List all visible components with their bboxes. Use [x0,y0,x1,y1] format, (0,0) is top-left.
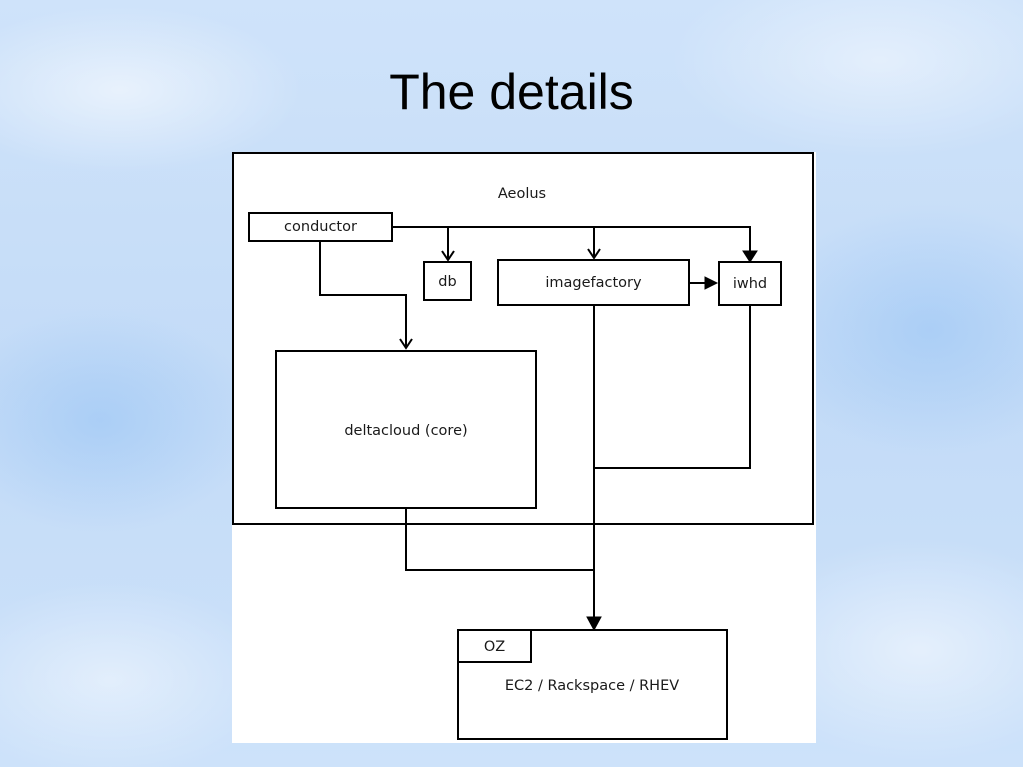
connectors [319,226,751,625]
node-iwhd [718,261,782,306]
slide-title: The details [389,64,634,120]
arrowheads [399,248,758,632]
node-oz-label: OZ [484,639,505,655]
arrowhead-imagefactory [587,248,601,260]
arrowhead-deltacloud [399,338,413,350]
node-conductor [248,212,393,242]
arrowhead-iwhd-top [742,250,758,263]
node-db-label: db [438,274,456,290]
node-conductor-label: conductor [284,219,357,235]
edge-iwhd-ec2 [594,305,751,469]
arrowhead-iwhd-side [704,276,719,290]
arrowhead-ec2 [586,616,602,632]
node-ec2-label: EC2 / Rackspace / RHEV [505,678,679,694]
edge-deltacloud-ec2 [405,508,594,571]
node-oz [457,629,532,663]
aeolus-label: Aeolus [498,186,546,202]
node-db [423,261,472,301]
edge-conductor-bus [392,226,751,258]
node-imagefactory [497,259,690,306]
node-deltacloud [275,350,537,509]
node-iwhd-label: iwhd [733,276,767,292]
edge-conductor-deltacloud [319,241,407,346]
node-deltacloud-label: deltacloud (core) [344,423,467,439]
node-imagefactory-label: imagefactory [545,275,642,291]
arrowhead-db [441,250,455,262]
